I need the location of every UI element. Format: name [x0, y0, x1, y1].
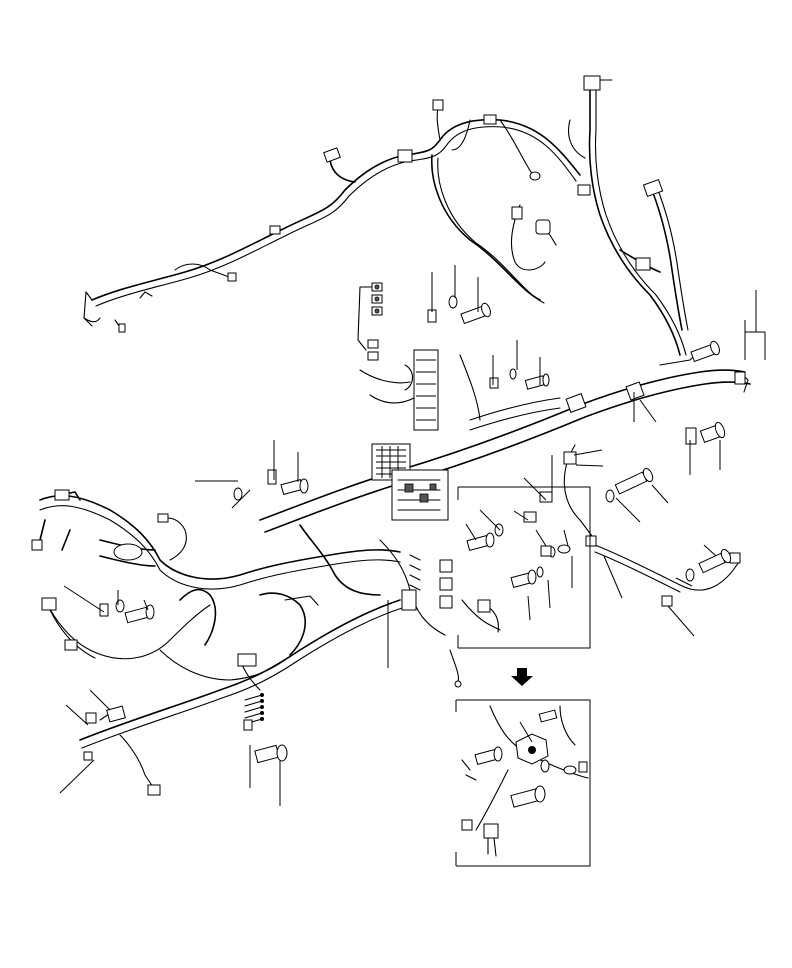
clip [540, 545, 552, 557]
lower-left-harness [31, 489, 401, 681]
washer [605, 489, 615, 503]
bolt-left-mid [280, 478, 309, 496]
washer [115, 599, 125, 613]
central-junction-box [371, 349, 481, 521]
right-lower-hose [563, 444, 741, 607]
upper-left-harness-branch [83, 189, 350, 333]
bolt-right-mid [699, 421, 726, 444]
upper-right-harness [510, 75, 689, 356]
connector-column-left [357, 282, 415, 404]
washer [448, 295, 458, 309]
detail-inset-lower [455, 699, 591, 867]
fasteners [85, 295, 732, 764]
washer [557, 544, 571, 554]
top-harness-loops [323, 99, 581, 304]
bolt-right-inner [510, 569, 537, 589]
down-arrow-icon [511, 668, 533, 686]
clip [685, 427, 697, 445]
washer [536, 566, 544, 578]
clip [563, 451, 577, 465]
washer [509, 368, 517, 380]
clip [99, 603, 109, 617]
central-main-trunk [259, 349, 751, 533]
bolt-far-right [698, 548, 732, 574]
washer [685, 568, 695, 582]
washer [233, 487, 243, 501]
clip [539, 491, 553, 503]
lower-diagonal-harness [79, 599, 403, 796]
clip [85, 712, 97, 724]
clip [243, 719, 253, 731]
detail-frame-upper [457, 486, 591, 649]
bolt-center-lower [466, 532, 495, 552]
leader-lines [59, 265, 766, 806]
clip [585, 535, 597, 547]
clip [489, 377, 499, 389]
bolt-left-lower [124, 604, 155, 624]
clip [523, 511, 537, 523]
bolt-top-center [460, 302, 491, 325]
bolt-upper-mid [524, 373, 550, 390]
clip [267, 469, 277, 485]
center-lower-harness [299, 524, 501, 688]
bolt-bottom [254, 744, 288, 764]
bolt-right-upper [690, 340, 720, 363]
bolt-right-long [614, 467, 654, 495]
